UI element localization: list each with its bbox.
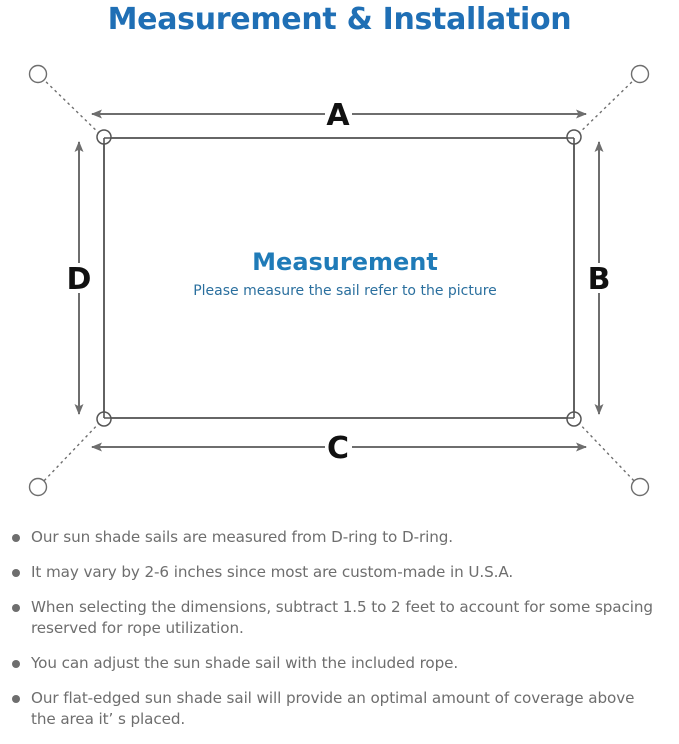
dimension-label-b: B (588, 262, 611, 297)
list-item: Our sun shade sails are measured from D-… (0, 527, 679, 548)
note-text: You can adjust the sun shade sail with t… (31, 654, 459, 672)
rope-line-bottom-right (573, 417, 638, 485)
diagram-center-heading: Measurement (252, 248, 438, 276)
rope-line-top-left (40, 76, 105, 139)
list-item: It may vary by 2-6 inches since most are… (0, 562, 679, 583)
note-text: When selecting the dimensions, subtract … (31, 598, 653, 637)
diagram-center-subtext: Please measure the sail refer to the pic… (193, 283, 497, 299)
anchor-point-bottom-left (28, 477, 48, 497)
rope-line-bottom-left (40, 417, 105, 485)
bullet-icon (12, 569, 20, 577)
anchor-point-bottom-right (630, 477, 650, 497)
sail-edge-overlay (103, 137, 575, 419)
rope-line-top-right (573, 76, 638, 139)
measurement-diagram: A C D B Measurement Please measure the s… (0, 48, 679, 518)
list-item: Our flat-edged sun shade sail will provi… (0, 688, 679, 730)
bullet-icon (12, 695, 20, 703)
bullet-icon (12, 660, 20, 668)
note-text: Our flat-edged sun shade sail will provi… (31, 689, 635, 728)
note-text: It may vary by 2-6 inches since most are… (31, 563, 514, 581)
bullet-icon (12, 604, 20, 612)
list-item: When selecting the dimensions, subtract … (0, 597, 679, 639)
list-item: You can adjust the sun shade sail with t… (0, 653, 679, 674)
diagram-canvas: A C D B Measurement Please measure the s… (28, 64, 650, 497)
anchor-point-top-left (28, 64, 48, 84)
shade-sail-body (103, 137, 575, 419)
note-text: Our sun shade sails are measured from D-… (31, 528, 454, 546)
bullet-icon (12, 534, 20, 542)
anchor-point-top-right (630, 64, 650, 84)
dimension-label-c: C (327, 431, 349, 466)
dimension-label-a: A (326, 98, 350, 133)
dimension-label-d: D (67, 262, 92, 297)
page-title: Measurement & Installation (107, 2, 572, 37)
notes-list: Our sun shade sails are measured from D-… (0, 527, 679, 744)
